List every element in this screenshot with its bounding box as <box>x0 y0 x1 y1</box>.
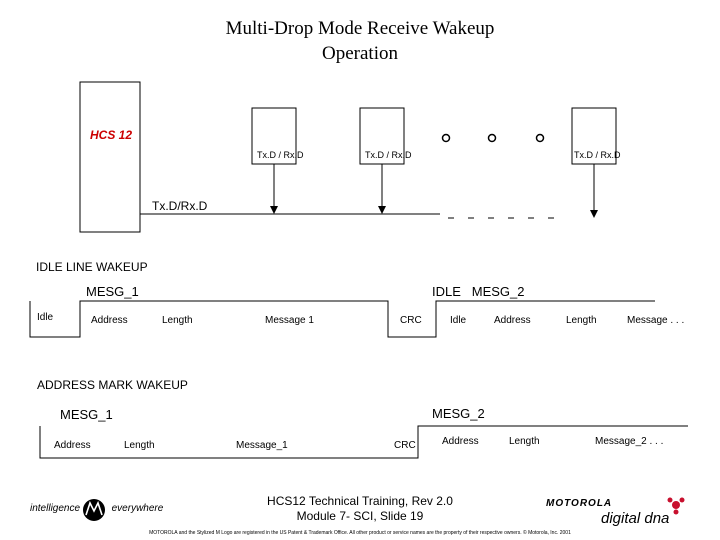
address-field: Address <box>54 440 91 451</box>
idle-mesg2-label: IDLE MESG_2 <box>432 284 525 299</box>
node-2-box <box>359 107 405 165</box>
node-2-label: Tx.D / Rx.D <box>365 150 412 160</box>
idle-field: Idle <box>450 315 467 326</box>
slide-title: Multi-Drop Mode Receive Wakeup Operation <box>150 16 570 66</box>
idle-line-heading: IDLE LINE WAKEUP <box>36 260 148 274</box>
idle-field: Address <box>91 315 128 326</box>
address-field: Message_1 <box>236 440 288 451</box>
idle-field: Length <box>162 315 193 326</box>
dna-logo <box>679 497 685 503</box>
left-logo-word-2: everywhere <box>111 503 164 514</box>
address-field: Length <box>124 440 155 451</box>
address-frame-line <box>39 425 688 459</box>
motorola-logo-left-mark <box>85 500 103 516</box>
idle-field: Idle <box>37 312 54 323</box>
continuation-dot <box>441 133 451 143</box>
brand-sub: digital dna <box>601 510 670 527</box>
continuation-dot <box>535 133 545 143</box>
hcs12-block <box>79 81 141 233</box>
address-field: Address <box>442 436 479 447</box>
address-field: Length <box>509 436 540 447</box>
idle-field: Message 1 <box>265 315 314 326</box>
brand-name: MOTOROLA <box>546 498 613 509</box>
idle-frame-line <box>29 300 655 338</box>
idle-field: CRC <box>400 315 422 326</box>
hcs12-label: HCS 12 <box>90 128 133 142</box>
idle-field: Address <box>494 315 531 326</box>
continuation-dot <box>487 133 497 143</box>
idle-field: Message . . . <box>627 315 685 326</box>
footer-line-2: Module 7- SCI, Slide 19 <box>296 509 424 523</box>
bus-label: Tx.D/Rx.D <box>152 199 208 213</box>
left-logo-word-1: intelligence <box>30 503 81 514</box>
idle-field: Length <box>566 315 597 326</box>
address-field: CRC <box>394 440 416 451</box>
footer-line-1: HCS12 Technical Training, Rev 2.0 <box>267 494 453 508</box>
title-line-1: Multi-Drop Mode Receive Wakeup <box>225 18 495 39</box>
address-mesg2-label: MESG_2 <box>432 406 485 421</box>
dna-logo <box>672 501 680 509</box>
footer-caption: HCS12 Technical Training, Rev 2.0 Module… <box>200 494 520 524</box>
node-1-label: Tx.D / Rx.D <box>257 150 304 160</box>
node-3-label: Tx.D / Rx.D <box>574 150 621 160</box>
title-line-2: Operation <box>322 43 398 64</box>
left-logo-text: intelligence everywhere <box>30 503 163 514</box>
legal-notice: MOTOROLA and the Stylized M Logo are reg… <box>149 530 571 536</box>
address-mark-heading: ADDRESS MARK WAKEUP <box>37 378 188 392</box>
node-1-box <box>251 107 297 165</box>
node-3-box <box>571 107 617 165</box>
dna-logo <box>667 497 673 503</box>
address-field: Message_2 . . . <box>595 436 664 447</box>
dna-logo <box>673 509 679 515</box>
idle-mesg1-label: MESG_1 <box>86 284 139 299</box>
address-mesg1-label: MESG_1 <box>60 407 113 422</box>
